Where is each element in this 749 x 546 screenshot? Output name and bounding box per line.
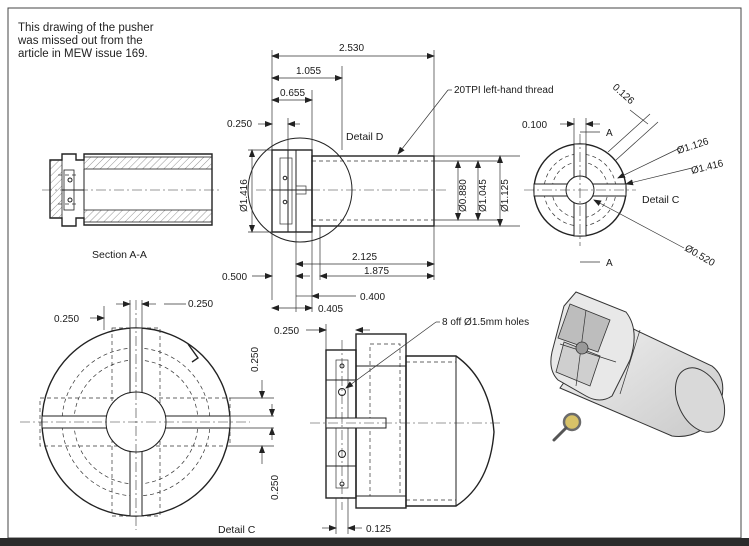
detail-d-label: Detail D — [346, 131, 384, 143]
pusher-3d-render — [550, 291, 726, 437]
dim-0400: 0.400 — [360, 292, 385, 303]
dim-dia0880: Ø0.880 — [458, 179, 469, 212]
end-view: 0.100 A A 0.126 Ø1.126 Ø1.416 Detail C Ø… — [522, 82, 725, 269]
main-side-view: 2.530 1.055 0.655 0.250 Ø1.416 Detail D … — [222, 43, 554, 315]
dim-0250-detail-d: 0.250 — [274, 326, 299, 337]
dim-dia1416-end: Ø1.416 — [690, 158, 725, 177]
dim-0125: 0.125 — [366, 524, 391, 535]
dim-0405: 0.405 — [318, 304, 343, 315]
dim-dia1126: Ø1.126 — [676, 136, 711, 157]
dim-0250-left: 0.250 — [54, 314, 79, 325]
caption-text: This drawing of the pusher was missed ou… — [18, 22, 218, 61]
dim-dia0520: Ø0.520 — [683, 243, 717, 269]
dim-0655: 0.655 — [280, 88, 305, 99]
dim-0250-top: 0.250 — [188, 299, 213, 310]
section-mark-top: A — [606, 128, 613, 139]
holes-note: 8 off Ø1.5mm holes — [442, 317, 529, 328]
section-mark-bottom: A — [606, 258, 613, 269]
dim-dia1125: Ø1.125 — [500, 179, 511, 212]
dim-1055: 1.055 — [296, 66, 321, 77]
section-a-a-view: Section A-A — [42, 153, 220, 261]
dim-0250-main: 0.250 — [227, 119, 252, 130]
dim-0126: 0.126 — [610, 82, 636, 107]
magnifier-icon — [552, 412, 582, 442]
detail-c-large-view: 0.250 0.250 0.250 0.250 Detail C — [20, 299, 281, 536]
detail-c-small-label: Detail C — [642, 194, 680, 206]
detail-d-large-view: 0.250 8 off Ø1.5mm holes 0.125 — [274, 317, 529, 535]
caption-line-1: This drawing of the pusher — [18, 22, 154, 34]
dim-1875: 1.875 — [364, 266, 389, 277]
dim-2530: 2.530 — [339, 43, 364, 54]
thread-note: 20TPI left-hand thread — [454, 85, 554, 96]
dim-dia1416-main: Ø1.416 — [239, 179, 250, 212]
dim-0250-vert-top: 0.250 — [250, 347, 261, 372]
dim-0100: 0.100 — [522, 120, 547, 131]
caption-line-3: article in MEW issue 169. — [18, 48, 148, 60]
detail-c-large-label: Detail C — [218, 524, 256, 536]
dim-0250-vert-bottom: 0.250 — [270, 475, 281, 500]
dim-2125: 2.125 — [352, 252, 377, 263]
dim-dia1045: Ø1.045 — [478, 179, 489, 212]
caption-line-2: was missed out from the — [18, 35, 143, 47]
dim-0500: 0.500 — [222, 272, 247, 283]
section-a-a-label: Section A-A — [92, 249, 147, 261]
bottom-bar — [0, 538, 749, 546]
